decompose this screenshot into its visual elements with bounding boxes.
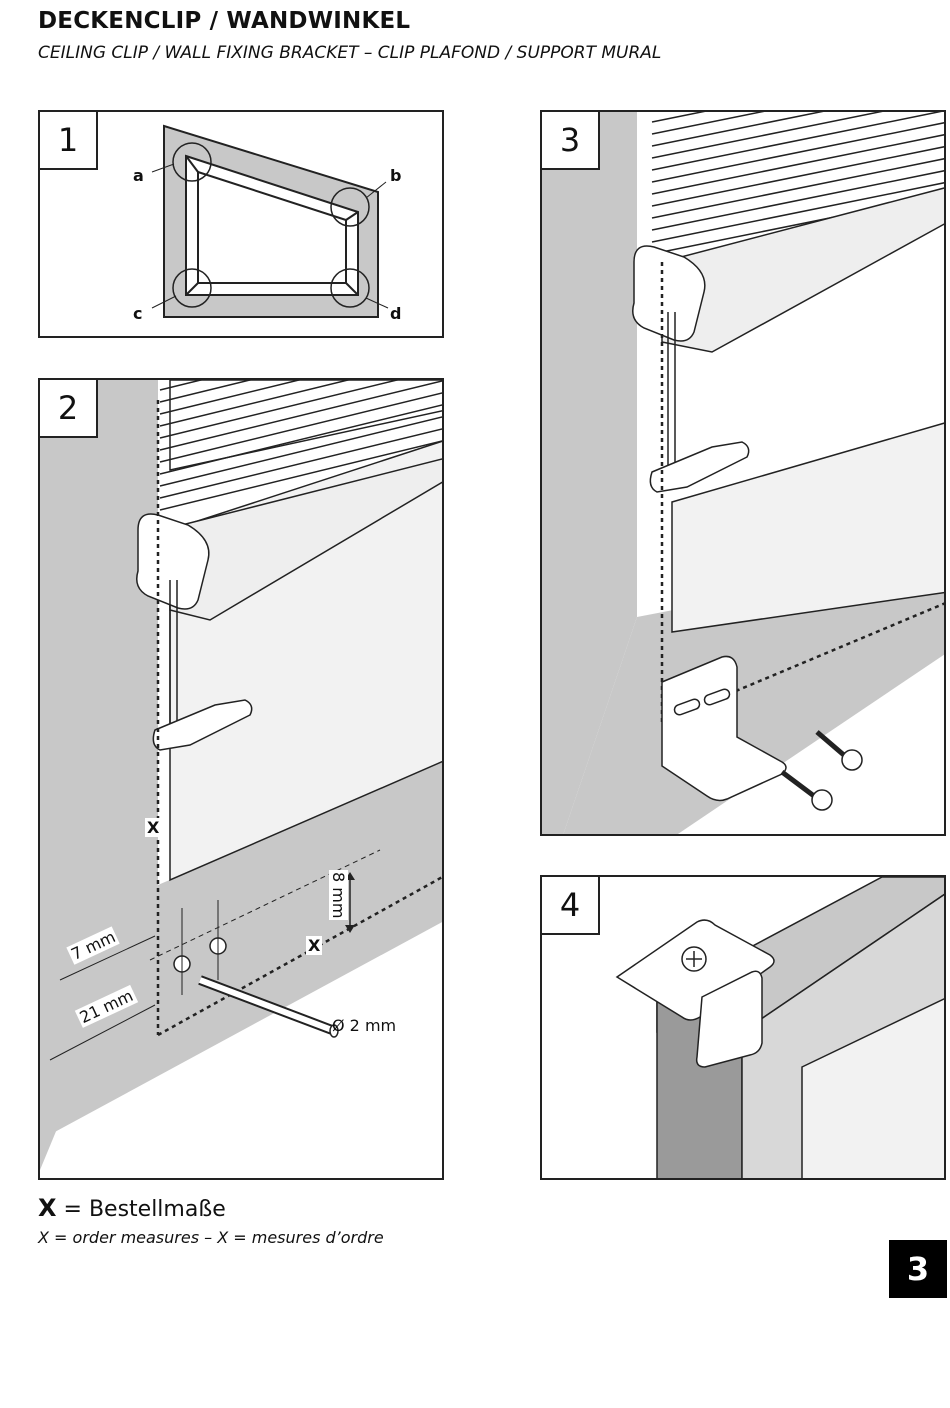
page-subtitle: CEILING CLIP / WALL FIXING BRACKET – CLI…: [38, 43, 661, 63]
x-vertical-label: X: [145, 818, 161, 837]
label-c: c: [133, 304, 142, 323]
panel-number: 4: [542, 877, 600, 935]
label-a: a: [133, 166, 144, 185]
dim-8mm-label: 8 mm: [329, 870, 348, 920]
panel-4: 4: [540, 875, 946, 1180]
legend-x-symbol: X: [38, 1194, 57, 1222]
mounting-diagram: [40, 380, 444, 1180]
legend-sub: X = order measures – X = mesures d’ordre: [38, 1228, 384, 1247]
panel-1: 1 a b c d: [38, 110, 444, 338]
drill-diameter-label: Ø 2 mm: [332, 1016, 396, 1035]
bracket-diagram: [542, 112, 946, 836]
label-d: d: [390, 304, 401, 323]
x-horizontal-label: X: [306, 936, 322, 955]
ceiling-clip-diagram: [542, 877, 946, 1180]
panel-number: 2: [40, 380, 98, 438]
window-shape-diagram: [40, 112, 444, 338]
panel-2: 2 X X 7 mm 21 mm 8 mm Ø 2 mm: [38, 378, 444, 1180]
legend-main: X = Bestellmaße: [38, 1194, 226, 1222]
page-title: DECKENCLIP / WANDWINKEL: [38, 8, 410, 34]
legend-main-text: = Bestellmaße: [64, 1197, 226, 1222]
panel-number: 1: [40, 112, 98, 170]
panel-number: 3: [542, 112, 600, 170]
label-b: b: [390, 166, 401, 185]
panel-3: 3: [540, 110, 946, 836]
page-number-badge: 3: [889, 1240, 947, 1298]
